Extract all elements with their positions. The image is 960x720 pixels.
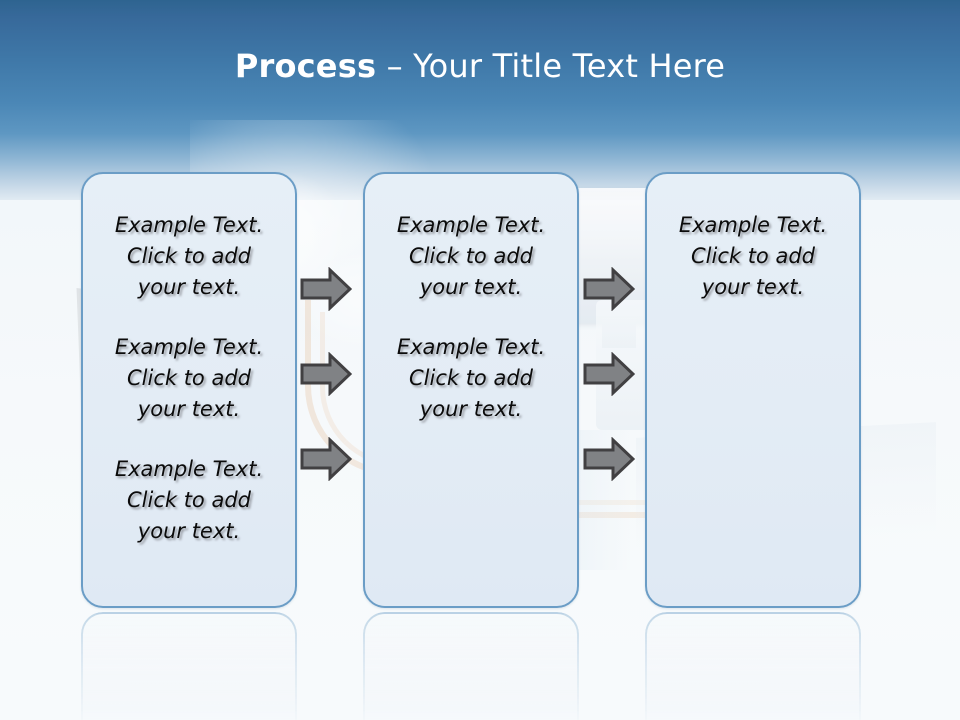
process-box-2-reflection <box>363 612 579 720</box>
process-box-2-content: Example Text. Click to add your text. Ex… <box>375 210 567 425</box>
page-title-strong: Process <box>234 47 377 85</box>
process-box-3-content: Example Text. Click to add your text. <box>657 210 849 303</box>
process-box-3-text-1[interactable]: Example Text. Click to add your text. <box>678 213 828 299</box>
arrow-right-2[interactable] <box>300 352 352 396</box>
arrow-right-6[interactable] <box>583 437 635 481</box>
process-box-3-reflection <box>645 612 861 720</box>
arrow-right-1[interactable] <box>300 267 352 311</box>
process-box-2-text-2[interactable]: Example Text. Click to add your text. <box>396 335 546 421</box>
page-title-rest: – Your Title Text Here <box>376 47 726 85</box>
process-box-1-text-2[interactable]: Example Text. Click to add your text. <box>114 335 264 421</box>
process-box-1-text-3[interactable]: Example Text. Click to add your text. <box>114 457 264 543</box>
arrow-right-icon <box>583 267 635 311</box>
arrow-right-3[interactable] <box>300 437 352 481</box>
page-title: Process – Your Title Text Here <box>0 46 960 86</box>
process-box-1-content: Example Text. Click to add your text. Ex… <box>93 210 285 547</box>
process-box-1-reflection <box>81 612 297 720</box>
arrow-right-icon <box>300 267 352 311</box>
arrow-right-4[interactable] <box>583 267 635 311</box>
process-box-1-text-1[interactable]: Example Text. Click to add your text. <box>114 213 264 299</box>
arrow-right-icon <box>583 437 635 481</box>
arrow-right-icon <box>300 437 352 481</box>
process-box-2[interactable]: Example Text. Click to add your text. Ex… <box>363 172 579 608</box>
process-box-1[interactable]: Example Text. Click to add your text. Ex… <box>81 172 297 608</box>
arrow-right-5[interactable] <box>583 352 635 396</box>
process-box-2-text-1[interactable]: Example Text. Click to add your text. <box>396 213 546 299</box>
arrow-right-icon <box>583 352 635 396</box>
process-box-3[interactable]: Example Text. Click to add your text. <box>645 172 861 608</box>
arrow-right-icon <box>300 352 352 396</box>
